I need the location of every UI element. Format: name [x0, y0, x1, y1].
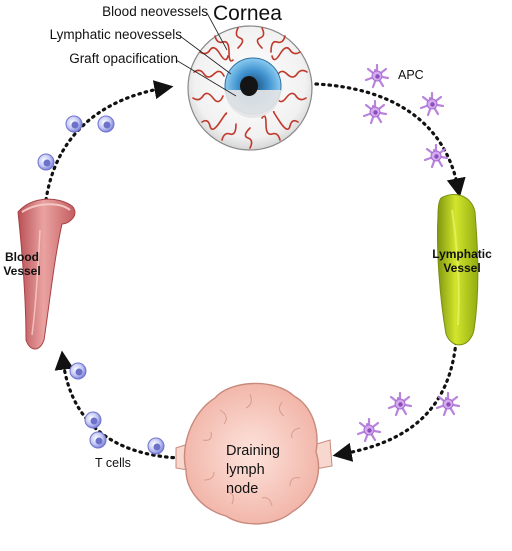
arrow-blood-to-cornea	[44, 80, 174, 202]
label-leader-lines	[175, 12, 237, 97]
cornea-title: Cornea	[213, 2, 282, 25]
label-graft-opacification: Graft opacification	[69, 51, 178, 66]
arrow-cornea-to-lymphatic	[314, 82, 466, 198]
label-lymphatic-vessel: Lymphatic Vessel	[424, 247, 500, 275]
label-lymphatic-neovessels: Lymphatic neovessels	[49, 27, 182, 42]
pupil	[240, 76, 258, 96]
lymphatic-vessel-illustration	[436, 194, 479, 346]
cycle-arrows	[44, 80, 466, 462]
label-draining-lymph-node: Draining lymph node	[226, 442, 280, 499]
label-lymphatic-vessel-line1: Lymphatic	[432, 247, 492, 261]
cornea-eye-illustration	[187, 25, 313, 151]
label-lymph-node-line3: node	[226, 481, 259, 497]
label-lymphatic-vessel-line2: Vessel	[443, 261, 481, 275]
graft-opacification	[225, 90, 281, 118]
blood-neovessels	[192, 27, 308, 149]
label-blood-vessel: Blood Vessel	[0, 250, 44, 278]
arrow-lymphatic-to-node	[332, 340, 458, 462]
blood-vessel-illustration	[17, 198, 76, 350]
lymph-node-illustration	[175, 382, 333, 525]
label-lymph-node-line1: Draining	[226, 443, 280, 459]
t-cells	[37, 115, 165, 455]
label-apc: APC	[398, 68, 424, 82]
label-blood-vessel-line1: Blood	[5, 250, 39, 264]
label-blood-vessel-line2: Vessel	[3, 264, 41, 278]
arrow-node-to-blood	[54, 350, 182, 460]
label-lymph-node-line2: lymph	[226, 462, 265, 478]
label-blood-neovessels: Blood neovessels	[102, 4, 208, 19]
label-t-cells: T cells	[95, 456, 131, 470]
